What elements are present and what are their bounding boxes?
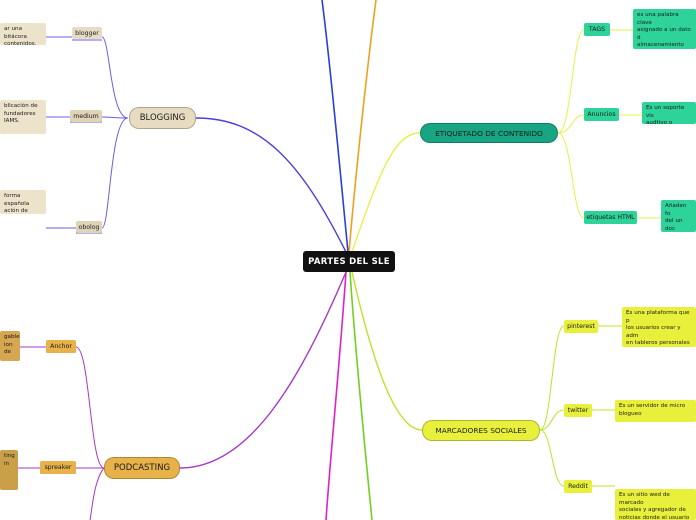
connector-pinterest [539, 325, 565, 431]
subtopic-pinterest[interactable]: pinterest [564, 320, 598, 333]
subtopic-reddit[interactable]: Reddit [564, 480, 592, 493]
twitter-description: Es un servidor de micro blogueo [615, 400, 696, 422]
connector-podcasting [179, 271, 347, 469]
tags-description: es una palabra clave asignado a un dato … [633, 9, 696, 49]
topic-marcadores-sociales[interactable]: MARCADORES SOCIALES [422, 420, 540, 441]
anuncios-description: Es un soporte vis audtivo o audiovi [642, 102, 696, 124]
connector-tags [557, 29, 585, 134]
connector-reddit [539, 429, 565, 487]
connector-obolog [101, 117, 129, 229]
connector-offscreen-top-orange [348, 0, 377, 253]
subtopic-etiquetas-html[interactable]: etiquetas HTML [584, 211, 637, 224]
topic-podcasting[interactable]: PODCASTING [104, 457, 180, 479]
subtopic-blogger[interactable]: blogger [72, 27, 102, 39]
subtopic-anchor[interactable]: Anchor [46, 340, 76, 353]
connector-medium [101, 116, 129, 119]
connector-twitter [539, 409, 565, 431]
connector-offscreen-bottom-magenta [325, 271, 347, 520]
subtopic-spreaker[interactable]: spreaker [40, 461, 76, 474]
connector-offscreen-bottom-green [349, 271, 373, 520]
reddit-description: Es un sitio wed de marcado sociales y ag… [615, 489, 696, 520]
blogger-description: ar una bitácora contenidos. [0, 23, 46, 45]
subtopic-twitter[interactable]: twitter [564, 404, 592, 417]
connector-etiquetado [351, 132, 421, 253]
subtopic-obolog[interactable]: obolog [76, 221, 102, 233]
connector-anchor [75, 346, 105, 469]
topic-blogging[interactable]: BLOGGING [129, 107, 196, 129]
subtopic-tags[interactable]: TAGS [584, 23, 610, 36]
pinterest-description: Es una plataforma que p los usuarios cre… [622, 307, 696, 347]
subtopic-anuncios[interactable]: Anuncios [584, 108, 619, 121]
connector-etiquetas-html [557, 132, 585, 219]
connector-blogger [101, 36, 129, 119]
subtopic-medium[interactable]: medium [70, 110, 102, 122]
connector-offscreen-top-blue [321, 0, 349, 253]
obolog-description: forma española ación de blogs [0, 190, 46, 214]
connector-marcadores [351, 271, 423, 431]
connector-anuncios [557, 114, 585, 134]
connector-podcasting-offscreen [89, 467, 105, 520]
anchor-description: gable ion de [0, 331, 20, 361]
spreaker-description: ting in [0, 450, 18, 490]
central-topic[interactable]: PARTES DEL SLE [303, 251, 395, 272]
medium-description: blicación de fundadores IAMS. [0, 100, 46, 134]
etiquetas-html-description: Añaden fo del un doc textos en n [661, 200, 696, 232]
connector-blogging [195, 117, 347, 253]
topic-etiquetado-de-contenido[interactable]: ETIQUETADO DE CONTENIDO [420, 123, 558, 143]
